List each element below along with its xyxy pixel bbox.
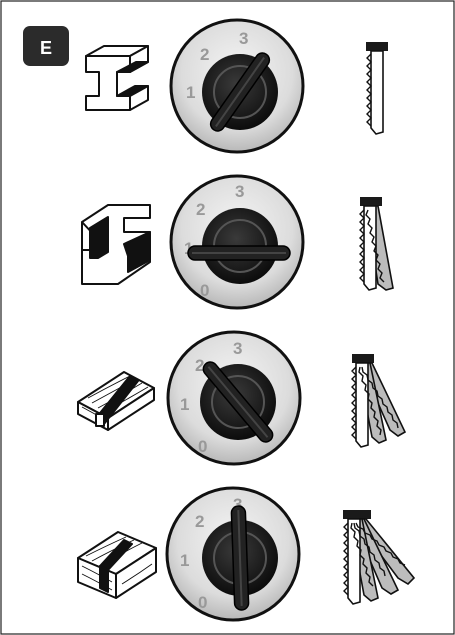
dial-number-1: 1 [180,551,189,570]
material-icon-thin-wood [78,372,154,430]
blade-fan-row-2 [360,197,393,290]
dial-number-3: 3 [233,339,242,358]
blade-fan-row-3 [352,354,405,447]
dial-number-2: 2 [195,512,204,531]
material-icon-aluminium-profile [82,205,150,284]
dial-number-1: 1 [180,395,189,414]
blade-fan-row-1 [366,42,388,134]
material-icon-metal-profile [86,46,148,110]
speed-dial-row-2: 3 2 1 0 [171,176,303,308]
dial-number-0: 0 [198,593,207,612]
dial-number-3: 3 [239,29,248,48]
dial-number-2: 2 [195,356,204,375]
speed-dial-row-3: 3 2 1 0 [168,332,300,464]
section-badge: E [23,26,69,66]
speed-dial-row-4: 3 2 1 0 [167,488,299,620]
dial-number-1: 1 [186,83,195,102]
dial-number-2: 2 [200,45,209,64]
dial-number-0: 0 [200,281,209,300]
dial-number-0: 0 [198,437,207,456]
dial-number-2: 2 [196,200,205,219]
material-icon-thick-wood [78,532,156,598]
blade-fan-row-4 [343,510,414,604]
speed-dial-row-1: 3 2 1 [171,20,303,152]
dial-number-3: 3 [235,182,244,201]
section-badge-label: E [40,38,52,58]
